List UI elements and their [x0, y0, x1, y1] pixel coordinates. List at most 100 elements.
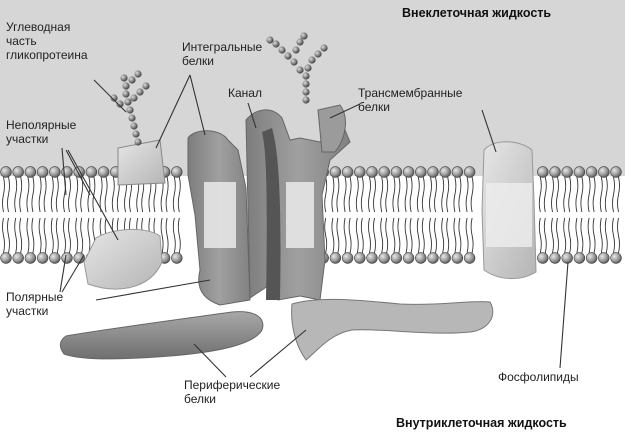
- leader-integral-2: [189, 74, 206, 136]
- lipid-tail: [458, 176, 462, 213]
- sugar-bead: [272, 40, 280, 48]
- sugar-bead: [296, 66, 304, 74]
- lipid-tail: [385, 176, 389, 213]
- lipid-tail: [50, 217, 54, 254]
- phospholipid-head: [598, 252, 610, 264]
- extracellular-label: Внеклеточная жидкость: [402, 6, 552, 20]
- phospholipid-head: [354, 252, 366, 264]
- lipid-tail: [26, 217, 30, 254]
- phospholipid-head: [463, 166, 476, 178]
- sugar-bead: [292, 46, 300, 54]
- nonpolar-label: Неполярные участки: [6, 118, 77, 146]
- lipid-tail: [441, 176, 445, 213]
- lipid-tail: [165, 176, 169, 213]
- lipid-tail: [612, 217, 615, 254]
- phospholipid-head: [61, 252, 73, 264]
- sugar-bead: [130, 122, 138, 130]
- phospholipid-head: [402, 166, 415, 178]
- lipid-tail: [563, 176, 567, 213]
- sugar-bead: [266, 36, 274, 44]
- phospholipid-head: [427, 252, 439, 264]
- transmembrane-top: [317, 104, 346, 153]
- phospholipid-head: [24, 166, 37, 178]
- channel-membrane-band: [286, 182, 314, 248]
- lipid-tail: [14, 176, 18, 213]
- lipid-tail: [453, 217, 457, 254]
- lipid-tail: [580, 176, 584, 213]
- glycoprotein-left: [117, 139, 166, 186]
- channel-label: Канал: [228, 86, 262, 100]
- lipid-tail: [87, 176, 91, 213]
- lipid-tail: [75, 176, 79, 213]
- lipid-tail: [568, 176, 572, 213]
- carbohydrate-label: Углеводная часть гликопротеина: [6, 20, 88, 62]
- phospholipid-head: [366, 166, 378, 178]
- phospholipid-head: [171, 166, 183, 178]
- sugar-bead: [296, 38, 304, 46]
- phospholipid-head: [561, 166, 573, 178]
- leader-nonpolar-3: [67, 149, 119, 241]
- sugar-bead: [284, 52, 292, 60]
- lipid-tail: [604, 176, 608, 213]
- lipid-tail: [343, 217, 347, 254]
- lipid-tail: [63, 217, 66, 254]
- lipid-tail: [446, 176, 450, 213]
- lipid-tail: [604, 217, 608, 254]
- phospholipid-head: [36, 252, 49, 264]
- lipid-tail: [172, 176, 176, 213]
- lipid-tail: [599, 217, 603, 254]
- lipid-tail: [111, 176, 115, 213]
- sugar-bead: [278, 46, 286, 54]
- sugar-bead: [142, 82, 150, 90]
- sugar-bead: [302, 80, 310, 88]
- lipid-tail: [331, 217, 335, 254]
- phospholipid-head: [537, 252, 549, 264]
- phospholipid-head: [463, 252, 476, 264]
- lipid-tail: [543, 217, 547, 254]
- sugar-bead: [124, 98, 132, 106]
- lipid-tail: [392, 176, 396, 213]
- leader-peripheral-2: [249, 329, 307, 378]
- lipid-tail: [99, 176, 103, 213]
- peripheral-label: Периферические белки: [184, 378, 281, 406]
- polar-protein-left: [83, 228, 163, 290]
- lipid-tail: [373, 217, 376, 254]
- phospholipid-head: [598, 166, 610, 178]
- phospholipid-head: [329, 252, 342, 264]
- phospholipid-head: [610, 252, 622, 264]
- sugar-bead: [128, 76, 136, 84]
- lipid-tail: [404, 176, 408, 213]
- phospholipid-head: [439, 252, 451, 264]
- lipid-tail: [336, 176, 340, 213]
- leader-polar-3: [95, 279, 211, 301]
- lipid-tail: [556, 176, 559, 213]
- peripheral-protein-right: [291, 298, 494, 361]
- lipid-tail: [68, 217, 71, 254]
- lipid-tail: [575, 176, 579, 213]
- phospholipid-head: [341, 252, 354, 264]
- phospholipid-head: [0, 166, 12, 178]
- lipid-tail: [465, 176, 469, 213]
- sugar-bead: [302, 72, 310, 80]
- integral-label: Интегральные белки: [182, 40, 263, 68]
- leader-integral-1: [155, 74, 191, 149]
- lipid-tail: [2, 176, 5, 213]
- phospholipid-head: [415, 252, 427, 264]
- lipid-tail: [177, 176, 181, 213]
- lipid-tail: [75, 217, 79, 254]
- lipid-tail: [453, 176, 457, 213]
- sugar-bead: [300, 32, 308, 40]
- lipid-tail: [575, 217, 579, 254]
- lipid-tail: [563, 217, 567, 254]
- lipid-tail: [360, 176, 364, 213]
- phospholipid-head: [573, 166, 586, 178]
- lipid-tail: [165, 217, 169, 254]
- leader-peripheral-1: [193, 343, 227, 378]
- phospholipid-head: [0, 252, 12, 264]
- lipid-tail: [104, 176, 108, 213]
- sugar-bead: [134, 70, 142, 78]
- lipid-tail: [441, 217, 445, 254]
- lipid-tail: [617, 176, 620, 213]
- phospholipid-head: [390, 252, 403, 264]
